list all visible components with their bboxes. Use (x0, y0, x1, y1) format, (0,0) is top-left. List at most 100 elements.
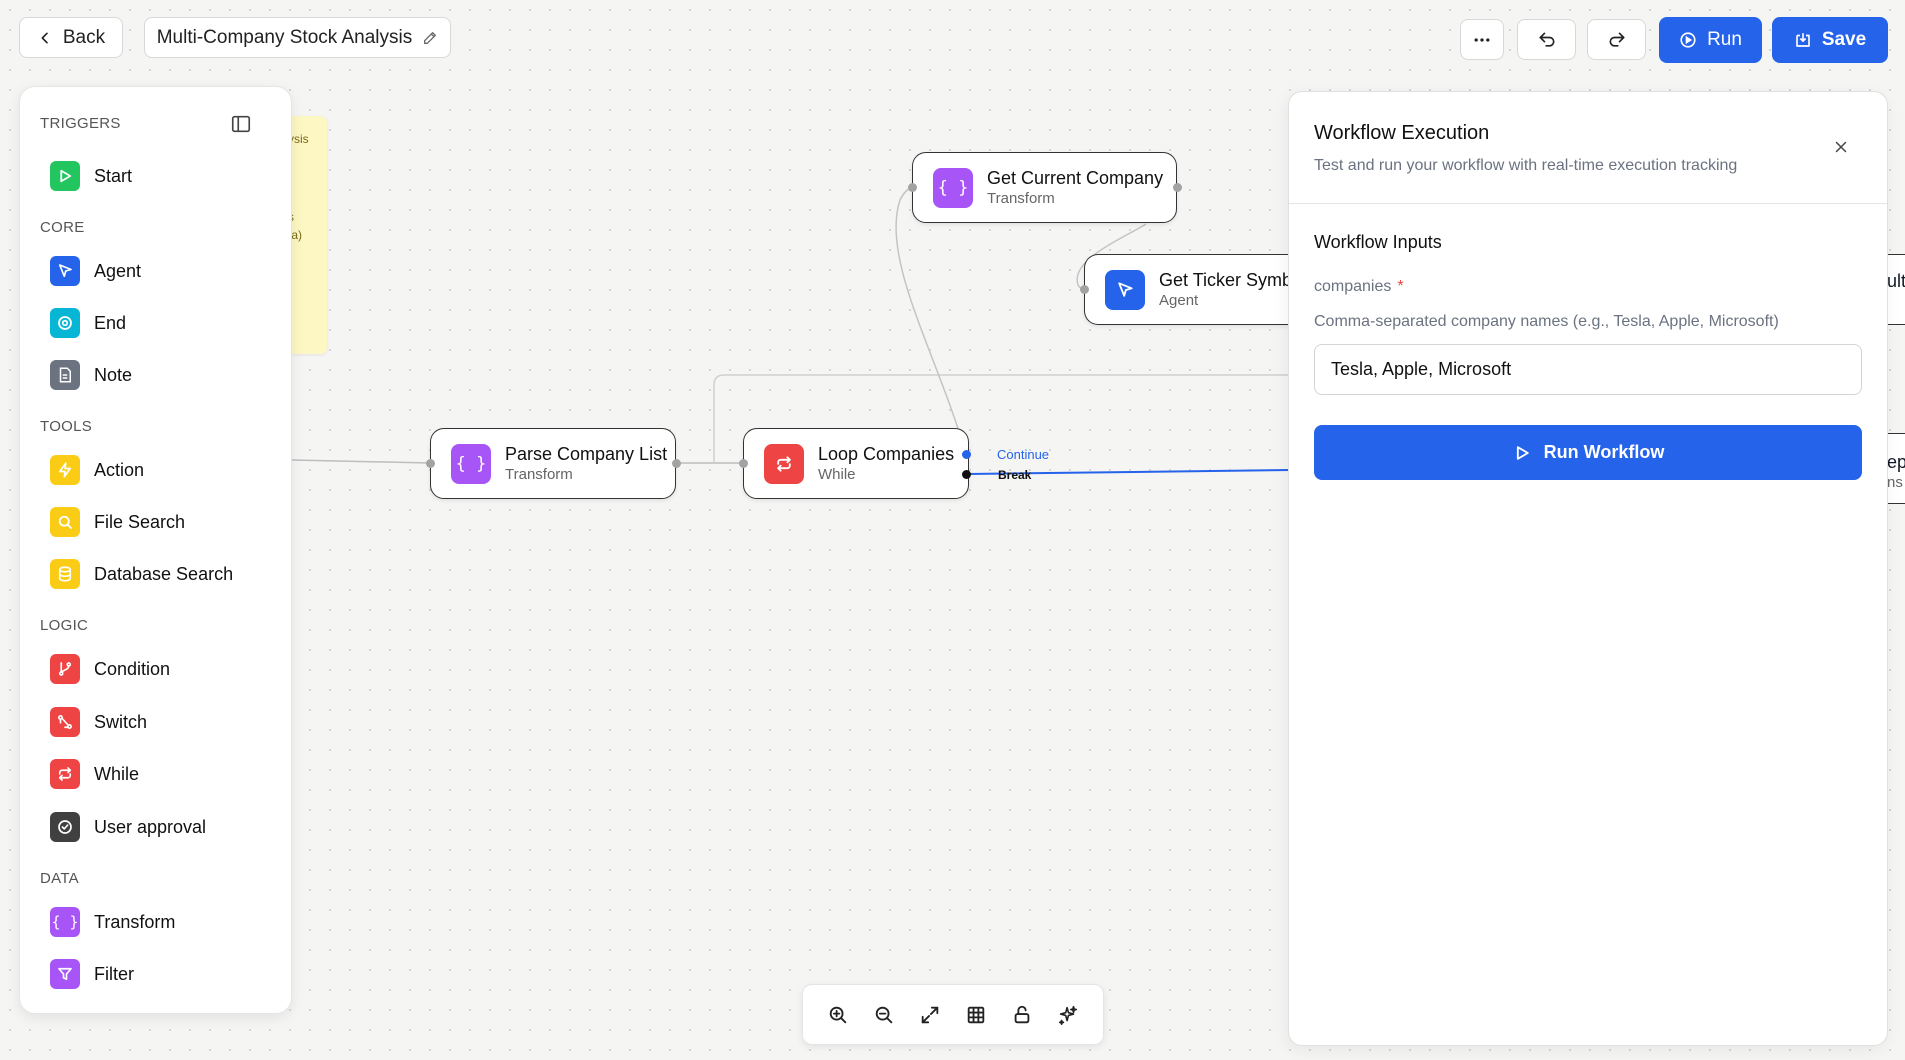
panel-title: Workflow Execution (1314, 122, 1489, 145)
toggle-palette-button[interactable] (230, 113, 252, 135)
cursor-arrow-icon (50, 256, 80, 286)
palette-item-agent[interactable]: Agent (50, 251, 270, 291)
node-title: Parse Company List (505, 443, 667, 465)
back-button[interactable]: Back (19, 17, 123, 58)
workflow-execution-panel: Workflow Execution Test and run your wor… (1288, 91, 1888, 1046)
palette-item-action[interactable]: Action (50, 450, 270, 490)
required-mark: * (1397, 278, 1403, 296)
continue-handle[interactable] (962, 450, 971, 459)
companies-input[interactable]: Tesla, Apple, Microsoft (1314, 344, 1862, 395)
palette-label-filter: Filter (94, 964, 134, 985)
palette-label-start: Start (94, 166, 132, 187)
play-circle-icon (1679, 31, 1697, 49)
run-button[interactable]: Run (1659, 17, 1762, 63)
save-icon (1794, 31, 1812, 49)
fit-view-button[interactable] (914, 999, 946, 1031)
workflow-title-button[interactable]: Multi-Company Stock Analysis (144, 17, 451, 58)
lightning-icon (50, 455, 80, 485)
node-subtitle: Transform (987, 189, 1163, 208)
save-label: Save (1822, 29, 1866, 51)
palette-item-switch[interactable]: Switch (50, 702, 270, 742)
node-get-current-company[interactable]: { } Get Current Company Transform (912, 152, 1177, 223)
section-logic: LOGIC (40, 617, 88, 634)
node-subtitle: ns (1887, 474, 1903, 491)
target-icon (50, 308, 80, 338)
check-circle-icon (50, 812, 80, 842)
braces-icon: { } (50, 907, 80, 937)
section-tools: TOOLS (40, 418, 92, 435)
grid-toggle-button[interactable] (960, 999, 992, 1031)
continue-label: Continue (997, 447, 1049, 462)
node-subtitle: Transform (505, 465, 667, 484)
run-workflow-button[interactable]: Run Workflow (1314, 425, 1862, 480)
grid-icon (965, 1004, 987, 1026)
filter-icon (50, 959, 80, 989)
braces-icon: { } (933, 168, 973, 208)
palette-item-condition[interactable]: Condition (50, 649, 270, 689)
palette-label-condition: Condition (94, 659, 170, 680)
section-data: DATA (40, 870, 79, 887)
lock-toggle-button[interactable] (1006, 999, 1038, 1031)
node-subtitle: While (818, 465, 954, 484)
palette-label-agent: Agent (94, 261, 141, 282)
close-icon (1832, 138, 1850, 156)
unlock-icon (1011, 1004, 1033, 1026)
palette-item-transform[interactable]: { } Transform (50, 902, 270, 942)
palette-item-filter[interactable]: Filter (50, 954, 270, 994)
auto-layout-button[interactable] (1052, 999, 1084, 1031)
palette-label-switch: Switch (94, 712, 147, 733)
palette-label-database-search: Database Search (94, 564, 233, 585)
save-button[interactable]: Save (1772, 17, 1888, 63)
cursor-arrow-icon (1105, 270, 1145, 310)
run-label: Run (1707, 29, 1742, 51)
node-loop-companies[interactable]: Loop Companies While (743, 428, 969, 499)
pencil-icon (422, 30, 438, 46)
undo-icon (1537, 30, 1557, 50)
workflow-title: Multi-Company Stock Analysis (157, 27, 413, 49)
edge-note-to-parse (292, 460, 430, 463)
break-label: Break (998, 468, 1031, 482)
input-handle[interactable] (908, 183, 917, 192)
output-handle[interactable] (672, 459, 681, 468)
node-get-ticker-symbol[interactable]: Get Ticker Symbo Agent (1084, 254, 1299, 325)
database-icon (50, 559, 80, 589)
close-button[interactable] (1832, 138, 1850, 156)
undo-button[interactable] (1517, 19, 1576, 60)
palette-label-file-search: File Search (94, 512, 185, 533)
input-handle[interactable] (426, 459, 435, 468)
node-title: Get Current Company (987, 167, 1163, 189)
palette-label-while: While (94, 764, 139, 785)
palette-item-start[interactable]: Start (50, 156, 270, 196)
palette-label-note: Note (94, 365, 132, 386)
palette-item-user-approval[interactable]: User approval (50, 807, 270, 847)
break-handle[interactable] (962, 470, 971, 479)
node-subtitle: Agent (1159, 291, 1299, 310)
redo-icon (1607, 30, 1627, 50)
braces-icon: { } (451, 444, 491, 484)
sidebar-panel-icon (230, 113, 252, 135)
repeat-icon (764, 444, 804, 484)
palette-label-user-approval: User approval (94, 817, 206, 838)
play-icon (1512, 443, 1532, 463)
palette-item-database-search[interactable]: Database Search (50, 554, 270, 594)
expand-icon (919, 1004, 941, 1026)
node-parse-company-list[interactable]: { } Parse Company List Transform (430, 428, 676, 499)
palette-item-end[interactable]: End (50, 303, 270, 343)
repeat-icon (50, 759, 80, 789)
input-handle[interactable] (739, 459, 748, 468)
more-options-button[interactable] (1460, 19, 1504, 60)
zoom-in-button[interactable] (822, 999, 854, 1031)
palette-item-while[interactable]: While (50, 754, 270, 794)
play-icon (50, 161, 80, 191)
git-branch-icon (50, 654, 80, 684)
output-handle[interactable] (1173, 183, 1182, 192)
zoom-out-button[interactable] (868, 999, 900, 1031)
redo-button[interactable] (1587, 19, 1646, 60)
palette-item-file-search[interactable]: File Search (50, 502, 270, 542)
palette-label-transform: Transform (94, 912, 175, 933)
zoom-out-icon (873, 1004, 895, 1026)
ticker-input-handle[interactable] (1080, 285, 1089, 294)
inputs-heading: Workflow Inputs (1314, 232, 1442, 253)
palette-item-note[interactable]: Note (50, 355, 270, 395)
chevron-left-icon (37, 30, 53, 46)
